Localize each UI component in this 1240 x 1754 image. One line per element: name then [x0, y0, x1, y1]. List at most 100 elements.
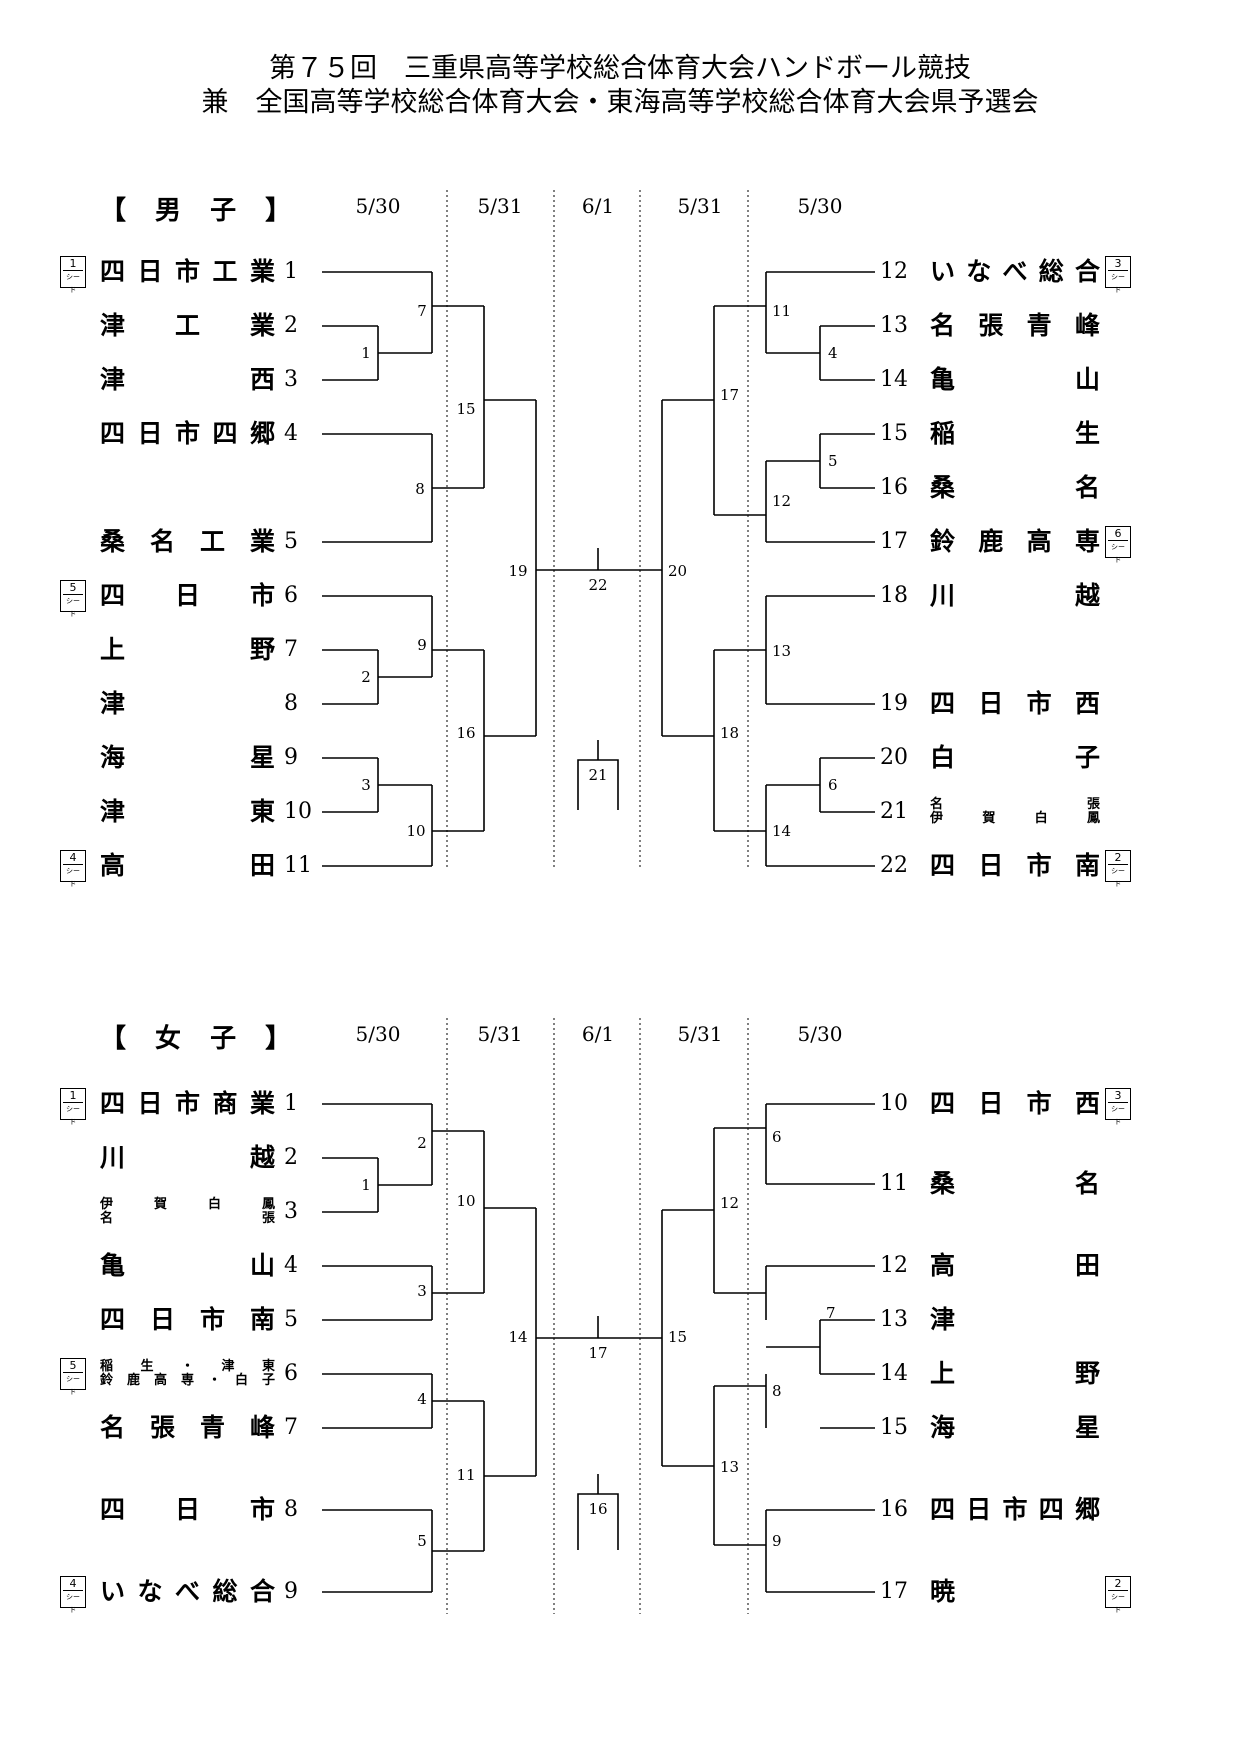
boys-team-21: 名 張伊 賀 白 鳳 — [930, 798, 1100, 828]
boys-team-14: 亀 山 — [930, 365, 1100, 394]
boys-match-number: 14 — [772, 822, 791, 840]
girls-team-number-13: 13 — [880, 1307, 908, 1332]
seed-label: シード — [63, 1102, 83, 1129]
boys-team-10: 津 東 — [100, 797, 275, 826]
boys-date-2: 6/1 — [581, 194, 615, 218]
girls-match-number: 8 — [772, 1382, 782, 1400]
boys-team-22: 四 日 市 南 — [930, 851, 1100, 880]
boys-team-20: 白 子 — [930, 743, 1100, 772]
seed-label: シード — [1108, 1590, 1128, 1617]
boys-team-number-3: 3 — [284, 367, 298, 392]
girls-team-number-10: 10 — [880, 1091, 908, 1116]
boys-team-16: 桑 名 — [930, 473, 1100, 502]
seed-label: シード — [1108, 1102, 1128, 1129]
girls-team-15: 海 星 — [930, 1413, 1100, 1442]
boys-match-number: 2 — [361, 668, 371, 686]
boys-team-15: 稲 生 — [930, 419, 1100, 448]
boys-team-13: 名張青峰 — [930, 311, 1100, 340]
girls-date-1: 5/31 — [477, 1022, 523, 1046]
girls-match-number: 10 — [456, 1192, 475, 1210]
girls-match-number: 16 — [588, 1500, 607, 1518]
seed-number: 1 — [69, 257, 77, 270]
girls-team-number-9: 9 — [284, 1579, 298, 1604]
girls-team-number-5: 5 — [284, 1307, 298, 1332]
boys-team-2: 津 工 業 — [100, 311, 275, 340]
girls-team-14: 上 野 — [930, 1359, 1100, 1388]
girls-match-number: 11 — [456, 1466, 475, 1484]
girls-team-1: 四日市商業 — [100, 1089, 275, 1118]
girls-team-3-name-part: 伊 賀 白 鳳 — [100, 1197, 275, 1212]
boys-match-number: 11 — [772, 302, 791, 320]
girls-team-3-name-part: 名 張 — [100, 1211, 275, 1226]
girls-team-number-17: 17 — [880, 1579, 908, 1604]
seed-label: シード — [63, 270, 83, 297]
boys-team-1: 四日市工業 — [100, 257, 275, 286]
boys-team-number-12: 12 — [880, 259, 908, 284]
boys-date-0: 5/30 — [355, 194, 401, 218]
girls-team-number-3: 3 — [284, 1199, 298, 1224]
boys-team-21-name-part: 伊 賀 白 鳳 — [930, 811, 1100, 826]
seed-number: 4 — [69, 851, 77, 864]
boys-date-1: 5/31 — [477, 194, 523, 218]
seed-label: シード — [1108, 270, 1128, 297]
boys-team-number-18: 18 — [880, 583, 908, 608]
girls-team-number-14: 14 — [880, 1361, 908, 1386]
girls-team-16: 四日市四郷 — [930, 1495, 1100, 1524]
girls-team-number-4: 4 — [284, 1253, 298, 1278]
girls-team-6-name-part: 鈴 鹿 高 専 ・ 白 子 — [100, 1373, 275, 1388]
boys-team-12: いなべ総合 — [930, 257, 1100, 286]
girls-team-5: 四 日 市 南 — [100, 1305, 275, 1334]
boys-team-9: 海 星 — [100, 743, 275, 772]
seed-label: シード — [63, 594, 83, 621]
girls-team-13: 津 — [930, 1305, 956, 1334]
boys-team-number-14: 14 — [880, 367, 908, 392]
boys-team-17: 鈴鹿高専 — [930, 527, 1100, 556]
girls-match-number: 9 — [772, 1532, 782, 1550]
boys-match-number: 3 — [361, 776, 371, 794]
boys-team-number-11: 11 — [284, 853, 312, 878]
boys-match-number: 1 — [361, 344, 371, 362]
boys-match-number: 6 — [828, 776, 838, 794]
girls-match-number: 14 — [508, 1328, 527, 1346]
girls-team-11: 桑 名 — [930, 1169, 1100, 1198]
boys-match-number: 7 — [417, 302, 427, 320]
boys-team-number-1: 1 — [284, 259, 298, 284]
girls-match-number: 3 — [417, 1282, 427, 1300]
seed-label: シード — [63, 1372, 83, 1399]
girls-team-number-1: 1 — [284, 1091, 298, 1116]
girls-team-number-8: 8 — [284, 1497, 298, 1522]
boys-team-8: 津 — [100, 689, 126, 718]
boys-team-number-19: 19 — [880, 691, 908, 716]
girls-date-2: 6/1 — [581, 1022, 615, 1046]
girls-team-number-11: 11 — [880, 1171, 908, 1196]
boys-team-number-2: 2 — [284, 313, 298, 338]
boys-match-number: 4 — [828, 344, 838, 362]
seed-number: 4 — [69, 1577, 77, 1590]
boys-match-number: 10 — [406, 822, 425, 840]
seed-number: 3 — [1114, 257, 1122, 270]
boys-team-number-15: 15 — [880, 421, 908, 446]
boys-team-7: 上 野 — [100, 635, 275, 664]
boys-team-11: 高 田 — [100, 851, 275, 880]
girls-team-number-6: 6 — [284, 1361, 298, 1386]
seed-label: シード — [63, 864, 83, 891]
boys-date-3: 5/31 — [677, 194, 723, 218]
girls-team-4: 亀 山 — [100, 1251, 275, 1280]
girls-team-number-12: 12 — [880, 1253, 908, 1278]
boys-match-number: 8 — [415, 480, 425, 498]
boys-team-number-7: 7 — [284, 637, 298, 662]
boys-team-4: 四日市四郷 — [100, 419, 275, 448]
girls-match-number: 1 — [361, 1176, 371, 1194]
seed-label: シード — [63, 1590, 83, 1617]
seed-number: 1 — [69, 1089, 77, 1102]
seed-number: 2 — [1114, 1577, 1122, 1590]
seed-number: 6 — [1114, 527, 1122, 540]
girls-match-number: 13 — [720, 1458, 739, 1476]
girls-team-number-2: 2 — [284, 1145, 298, 1170]
